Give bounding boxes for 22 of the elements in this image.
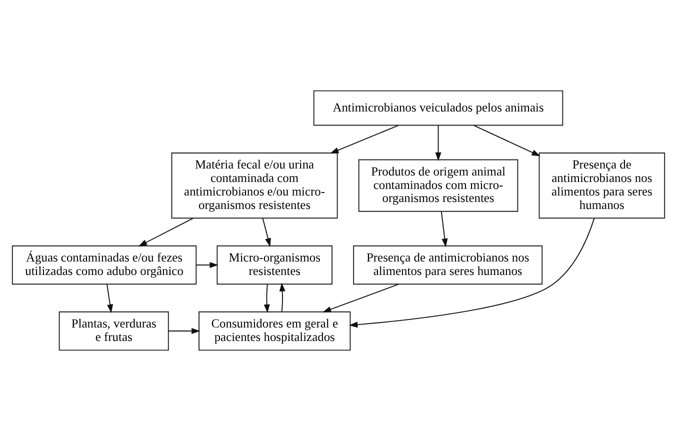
- node-box: Matéria fecal e/ou urina contaminada com antimicrobianos e/ou micro-organismos resistentes: [171, 152, 338, 218]
- node-box: Presença de antimicrobianos nos alimentos para seres humanos: [353, 244, 543, 284]
- arrow: [264, 283, 270, 313]
- node-box: Produtos de origem animal contaminados com micro-organismos resistentes: [358, 158, 518, 212]
- arrow: [168, 328, 200, 334]
- arrow: [262, 218, 271, 246]
- arrow: [138, 217, 194, 246]
- node-box: Águas contaminadas e/ou fezes utilizadas como adubo orgânico: [12, 244, 197, 284]
- arrow: [473, 124, 540, 156]
- arrow: [196, 261, 218, 268]
- node-box: Plantas, verduras e frutas: [58, 310, 169, 350]
- node-box: Micro-organismos resistentes: [216, 244, 333, 284]
- arrow: [322, 283, 400, 312]
- node-box: Presença de antimicrobianos nos alimentos para seres humanos: [538, 152, 666, 218]
- arrow: [106, 283, 114, 313]
- node-box: Antimicrobianos veiculados pelos animais: [313, 90, 564, 126]
- arrow: [435, 124, 442, 161]
- arrow: [330, 124, 399, 154]
- arrow: [440, 210, 448, 247]
- node-box: Consumidores em geral e pacientes hospitalizados: [198, 310, 351, 350]
- arrow: [348, 217, 595, 328]
- arrow: [279, 282, 286, 312]
